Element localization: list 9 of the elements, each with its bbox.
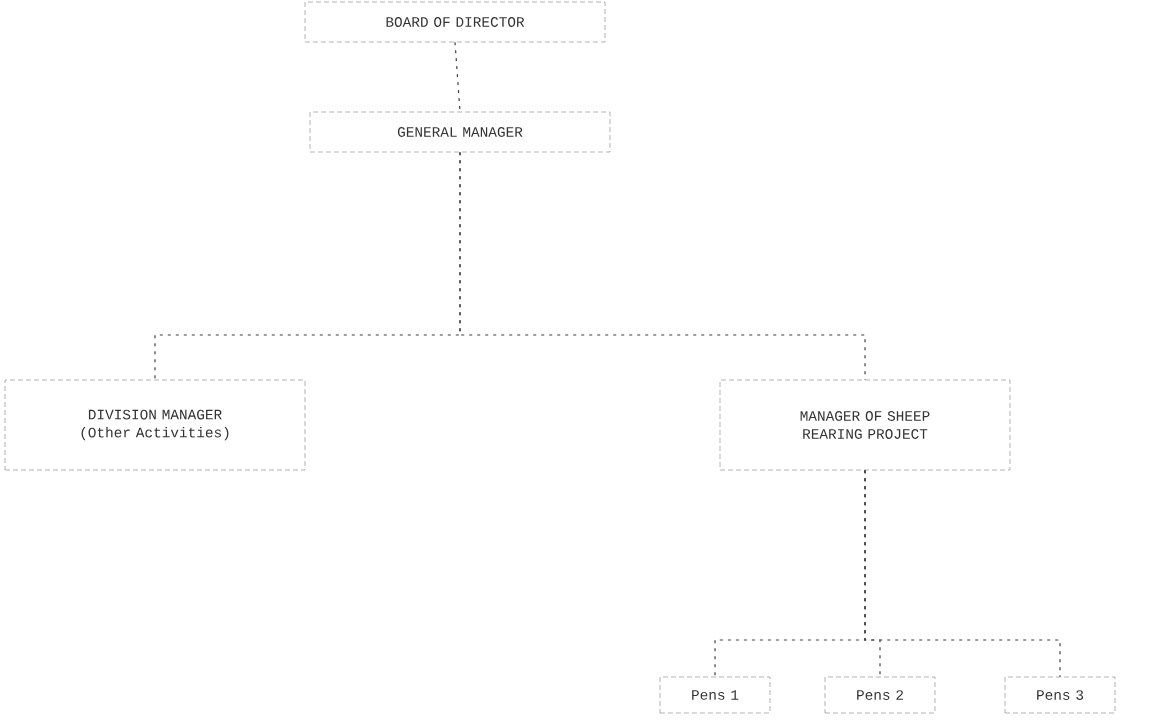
org-box: Pens 3	[1004, 676, 1116, 714]
org-box: GENERAL MANAGER	[309, 111, 611, 153]
org-box: MANAGER OF SHEEP REARING PROJECT	[719, 379, 1011, 471]
org-box: DIVISION MANAGER (Other Activities)	[4, 379, 306, 471]
connector-line	[459, 151, 866, 381]
org-box: Pens 2	[824, 676, 936, 714]
connector-line	[864, 469, 1061, 678]
org-box: Pens 1	[659, 676, 771, 714]
org-box: BOARD OF DIRECTOR	[304, 1, 606, 43]
